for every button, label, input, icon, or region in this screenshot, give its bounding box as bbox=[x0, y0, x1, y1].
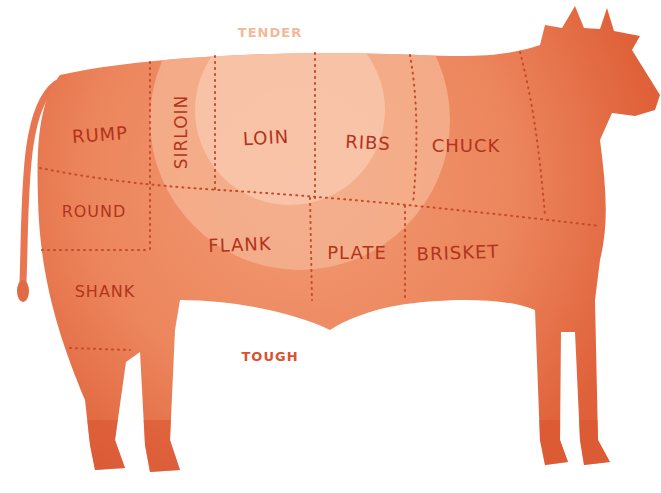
cut-line bbox=[404, 206, 406, 302]
hoof-shade bbox=[0, 420, 661, 493]
cut-line bbox=[70, 348, 130, 350]
cut-label: FLANK bbox=[208, 235, 272, 255]
cut-label: PLATE bbox=[327, 244, 387, 262]
cut-line bbox=[314, 53, 316, 198]
cut-label: RUMP bbox=[71, 124, 128, 146]
cut-label: BRISKET bbox=[416, 243, 499, 264]
cut-line bbox=[40, 168, 600, 226]
scale-label: TOUGH bbox=[241, 350, 298, 363]
cut-line bbox=[214, 56, 216, 192]
cut-label: LOIN bbox=[242, 128, 289, 148]
cut-lines bbox=[40, 52, 600, 350]
cut-label: SHANK bbox=[75, 284, 136, 300]
cut-label: CHUCK bbox=[432, 137, 501, 155]
tail-tuft bbox=[17, 280, 29, 302]
cut-label: RIBS bbox=[345, 133, 391, 153]
cut-line bbox=[149, 62, 151, 250]
cut-label: ROUND bbox=[62, 204, 127, 220]
cut-line bbox=[410, 55, 416, 204]
cut-line bbox=[42, 249, 150, 251]
cut-line bbox=[520, 52, 545, 215]
scale-label: TENDER bbox=[238, 26, 302, 39]
cut-line bbox=[310, 198, 312, 300]
tender-core bbox=[195, 15, 385, 205]
cut-label: SIRLOIN bbox=[173, 95, 190, 170]
